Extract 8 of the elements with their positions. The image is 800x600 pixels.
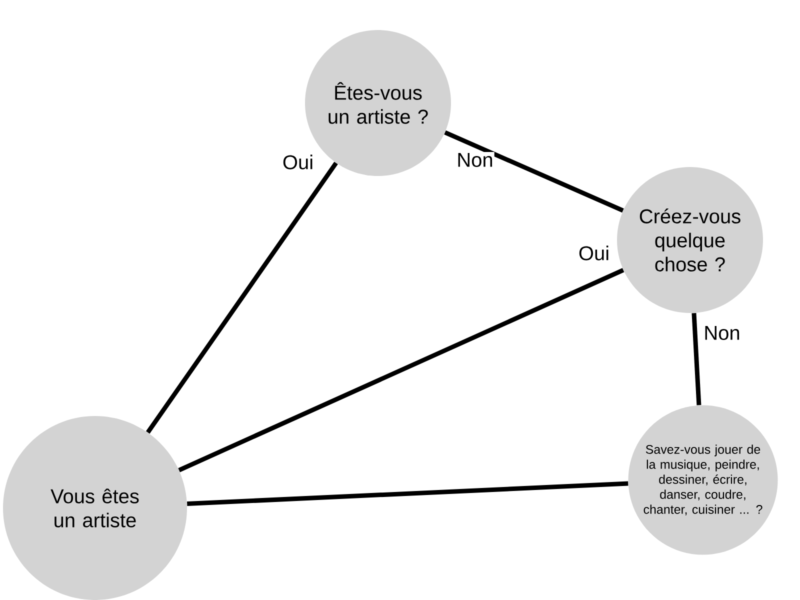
- connector-line: [187, 481, 628, 506]
- connector-line: [444, 130, 624, 213]
- connector-line: [692, 312, 702, 406]
- edge-label: Oui: [577, 244, 611, 262]
- connector-line: [178, 268, 624, 472]
- edge-label: Non: [702, 325, 742, 341]
- connector-line: [146, 162, 338, 434]
- edge-label: Non: [456, 152, 494, 168]
